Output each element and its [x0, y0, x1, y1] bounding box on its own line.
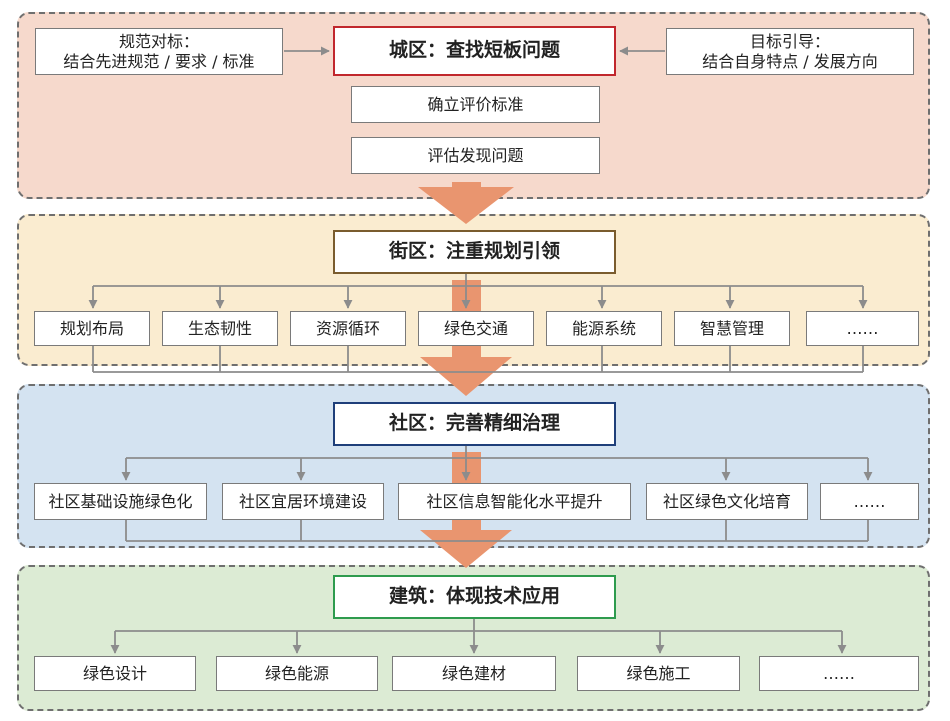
city-right-note-line-2: 结合自身特点 / 发展方向 [702, 51, 878, 71]
building-item-more: …… [759, 656, 919, 691]
community-title: 社区：完善精细治理 [333, 402, 616, 446]
city-left-note-line-1: 规范对标： [118, 31, 199, 51]
district-title: 街区：注重规划引领 [333, 230, 616, 274]
district-item-ecological-resilience: 生态韧性 [162, 311, 278, 346]
city-step-evaluation-standard: 确立评价标准 [351, 86, 600, 123]
community-item-more: …… [820, 483, 919, 520]
district-item-green-transport: 绿色交通 [418, 311, 534, 346]
building-item-green-energy: 绿色能源 [216, 656, 378, 691]
community-item-green-infrastructure: 社区基础设施绿色化 [34, 483, 207, 520]
community-item-green-culture: 社区绿色文化培育 [646, 483, 808, 520]
district-item-energy-system: 能源系统 [546, 311, 662, 346]
city-step-assess-problems: 评估发现问题 [351, 137, 600, 174]
building-title: 建筑：体现技术应用 [333, 575, 616, 619]
district-item-more: …… [806, 311, 919, 346]
city-left-note: 规范对标： 结合先进规范 / 要求 / 标准 [35, 28, 283, 75]
district-item-smart-management: 智慧管理 [674, 311, 790, 346]
community-item-livable-environment: 社区宜居环境建设 [222, 483, 384, 520]
city-title: 城区：查找短板问题 [333, 26, 616, 76]
city-right-note-line-1: 目标引导： [749, 31, 830, 51]
city-left-note-line-2: 结合先进规范 / 要求 / 标准 [63, 51, 255, 71]
city-right-note: 目标引导： 结合自身特点 / 发展方向 [666, 28, 914, 75]
flow-arrow-city-district [418, 182, 514, 224]
community-item-smart-information: 社区信息智能化水平提升 [398, 483, 631, 520]
building-item-green-materials: 绿色建材 [392, 656, 556, 691]
building-item-green-construction: 绿色施工 [577, 656, 740, 691]
district-item-resource-recycling: 资源循环 [290, 311, 406, 346]
building-item-green-design: 绿色设计 [34, 656, 196, 691]
district-item-planning-layout: 规划布局 [34, 311, 150, 346]
